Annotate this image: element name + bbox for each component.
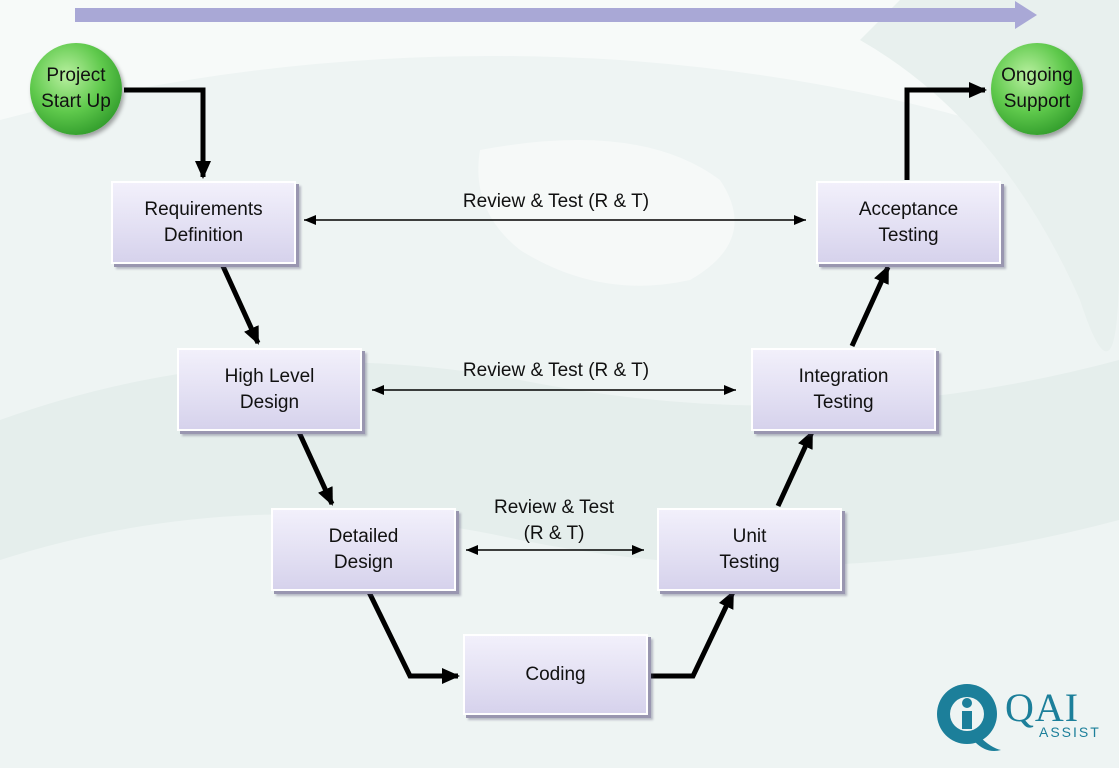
review-label-text: Review & Test (R & T): [462, 191, 650, 212]
stage-label-line1: Integration: [798, 365, 889, 387]
stage-unit-testing: Unit Testing: [657, 508, 842, 591]
stage-high-level-design: High Level Design: [177, 348, 362, 431]
review-label-text: Review & Test: [493, 497, 615, 518]
qai-logo-icon: [937, 684, 1001, 751]
stage-detailed-design: Detailed Design: [271, 508, 456, 591]
stage-label-line2: Testing: [719, 551, 780, 573]
stage-label-line1: Coding: [525, 663, 586, 685]
end-node-line1: Ongoing: [1001, 65, 1073, 86]
stage-label-line1: Requirements: [144, 198, 263, 220]
stage-requirements-definition: Requirements Definition: [111, 181, 296, 264]
stage-label-line1: Unit: [732, 525, 767, 547]
review-label-bottom: Review & Test (R & T): [443, 495, 665, 547]
logo-name: QAI: [1005, 685, 1080, 730]
end-node: Ongoing Support: [991, 43, 1083, 135]
stage-integration-testing: Integration Testing: [751, 348, 936, 431]
logo-subtitle: ASSIST: [1039, 724, 1101, 740]
stage-label-line1: Detailed: [328, 525, 399, 547]
start-node-line1: Project: [46, 65, 106, 86]
review-label-middle: Review & Test (R & T): [420, 358, 692, 384]
end-node-line2: Support: [1003, 91, 1071, 112]
start-node: Project Start Up: [30, 43, 122, 135]
review-label-text: Review & Test (R & T): [462, 360, 650, 381]
stage-label-line2: Design: [333, 551, 394, 573]
stage-label-line2: Design: [239, 391, 300, 413]
stage-label-line2: Testing: [878, 224, 939, 246]
stage-label-line2: Definition: [163, 224, 244, 246]
start-node-line2: Start Up: [41, 91, 111, 112]
review-label-subtext: (R & T): [523, 523, 585, 544]
stage-acceptance-testing: Acceptance Testing: [816, 181, 1001, 264]
stage-label-line1: Acceptance: [858, 198, 959, 220]
stage-coding: Coding: [463, 634, 648, 715]
stage-label-line2: Testing: [813, 391, 874, 413]
qai-logo: QAI ASSIST: [935, 676, 1110, 756]
review-label-top: Review & Test (R & T): [420, 189, 692, 215]
stage-label-line1: High Level: [224, 365, 315, 387]
